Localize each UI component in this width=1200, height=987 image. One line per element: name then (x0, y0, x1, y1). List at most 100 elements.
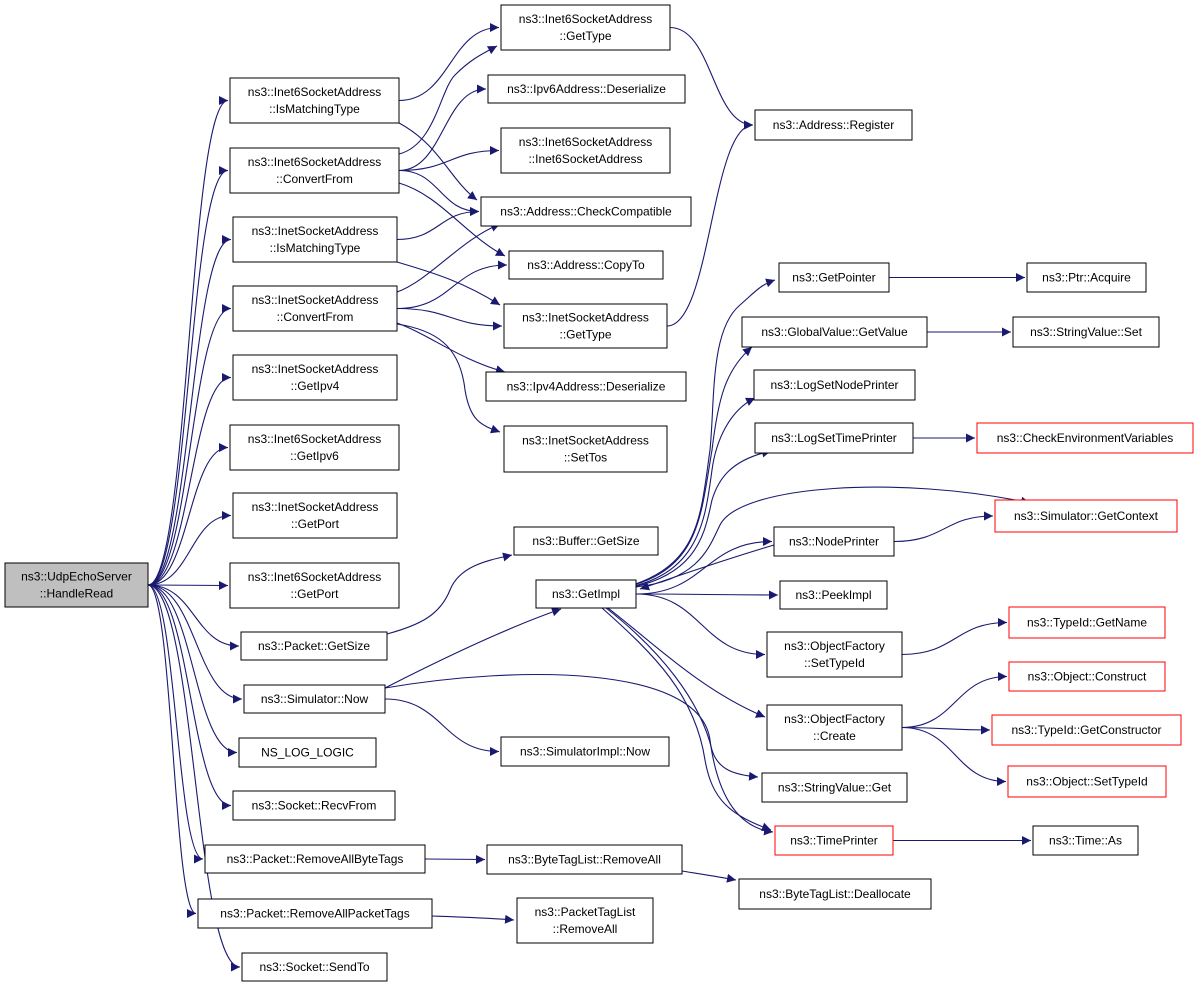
node-box (516, 897, 654, 944)
node-packet-rmpackettags[interactable]: ns3::Packet::RemoveAllPacketTags (197, 898, 433, 929)
node-simimpl-now[interactable]: ns3::SimulatorImpl::Now (500, 736, 670, 767)
node-box (500, 127, 671, 174)
node-box (229, 147, 400, 194)
edge-inet6_convert-to-addr_checkcompat (398, 169, 480, 216)
node-box (508, 250, 664, 280)
node-timeprinter[interactable]: ns3::TimePrinter (774, 825, 894, 856)
node-label: ns3::Object::Construct (1028, 670, 1147, 684)
node-box (766, 704, 903, 751)
node-getpointer[interactable]: ns3::GetPointer (778, 262, 890, 293)
edge-inet_ismatch-to-addr_checkcompat (396, 207, 480, 241)
node-peekimpl[interactable]: ns3::PeekImpl (779, 580, 888, 610)
node-ipv4-deser[interactable]: ns3::Ipv4Address::Deserialize (485, 371, 687, 402)
node-inet6-getipv6[interactable]: ns3::Inet6SocketAddress::GetIpv6 (229, 424, 400, 471)
node-label: ns3::Inet6SocketAddress (248, 432, 381, 446)
edge-inet6_convert-to-inet6_gettype (398, 45, 498, 155)
node-inet-ismatch[interactable]: ns3::InetSocketAddress::IsMatchingType (232, 216, 398, 263)
node-time-as[interactable]: ns3::Time::As (1032, 825, 1139, 856)
node-label: ns3::Packet::RemoveAllPacketTags (220, 907, 409, 921)
node-inet6-ismatch[interactable]: ns3::Inet6SocketAddress::IsMatchingType (229, 77, 400, 124)
node-inet-getipv4[interactable]: ns3::InetSocketAddress::GetIpv4 (232, 354, 398, 401)
node-object-settypeid[interactable]: ns3::Object::SetTypeId (1007, 765, 1167, 798)
node-bytetaglist-rmall[interactable]: ns3::ByteTagList::RemoveAll (486, 844, 683, 875)
node-ipv6-deser[interactable]: ns3::Ipv6Address::Deserialize (487, 74, 686, 104)
node-packettaglist-rmall[interactable]: ns3::PacketTagList::RemoveAll (516, 897, 654, 944)
node-globalvalue-getvalue[interactable]: ns3::GlobalValue::GetValue (741, 316, 928, 348)
node-label: ns3::ByteTagList::Deallocate (759, 887, 911, 901)
node-label: ::RemoveAll (553, 922, 618, 936)
edge-inet_convert-to-addr_checkcompat (396, 223, 501, 293)
edge-inet6_ismatch-to-inet6_gettype (398, 23, 500, 102)
node-inet-gettype[interactable]: ns3::InetSocketAddress::GetType (503, 303, 668, 349)
node-label: ns3::StringValue::Get (778, 781, 892, 795)
node-label: ns3::UdpEchoServer (21, 570, 132, 584)
node-box (232, 354, 398, 401)
node-ns-log-logic[interactable]: NS_LOG_LOGIC (238, 737, 377, 768)
node-objfactory-settypeid[interactable]: ns3::ObjectFactory::SetTypeId (766, 631, 903, 678)
node-box (503, 425, 668, 473)
node-packet-getsize[interactable]: ns3::Packet::GetSize (240, 631, 388, 661)
node-bytetaglist-dealloc[interactable]: ns3::ByteTagList::Deallocate (738, 878, 932, 910)
edge-sim_now-to-simimpl_now (384, 698, 500, 756)
node-logsetnodeprinter[interactable]: ns3::LogSetNodePrinter (753, 369, 916, 401)
edge-getimpl-to-stringvalue_get (605, 607, 759, 781)
edge-inet6_convert-to-ipv6_deser (398, 84, 487, 172)
node-socket-sendto[interactable]: ns3::Socket::SendTo (241, 952, 388, 982)
node-label: ns3::Buffer::GetSize (532, 534, 639, 548)
node-stringvalue-get[interactable]: ns3::StringValue::Get (761, 772, 908, 803)
node-label: ns3::Address::CheckCompatible (500, 205, 672, 219)
edge-root-to-packet_getsize (147, 584, 240, 651)
node-object-construct[interactable]: ns3::Object::Construct (1008, 661, 1166, 692)
node-buffer-getsize[interactable]: ns3::Buffer::GetSize (513, 526, 659, 556)
node-box (535, 579, 637, 609)
node-label: ns3::InetSocketAddress (522, 311, 649, 325)
node-typeid-getname[interactable]: ns3::TypeId::GetName (1008, 606, 1166, 639)
node-label: ns3::Inet6SocketAddress (248, 85, 381, 99)
node-label: ns3::Socket::SendTo (259, 960, 369, 974)
node-label: ns3::Packet::GetSize (258, 639, 370, 653)
node-label: ::ConvertFrom (277, 310, 354, 324)
node-box (197, 898, 433, 929)
node-inet-settos[interactable]: ns3::InetSocketAddress::SetTos (503, 425, 668, 473)
edge-inet_convert-to-addr_copyto (396, 260, 508, 310)
edge-objfactory_create-to-object_construct (901, 672, 1008, 729)
node-sim-getcontext[interactable]: ns3::Simulator::GetContext (994, 499, 1178, 533)
node-getimpl[interactable]: ns3::GetImpl (535, 579, 637, 609)
node-objfactory-create[interactable]: ns3::ObjectFactory::Create (766, 704, 903, 751)
node-nodeprinter[interactable]: ns3::NodePrinter (773, 526, 895, 557)
node-box (774, 825, 894, 856)
node-label: ::GetPort (291, 517, 340, 531)
node-typeid-getconstructor[interactable]: ns3::TypeId::GetConstructor (991, 714, 1182, 746)
node-addr-copyto[interactable]: ns3::Address::CopyTo (508, 250, 664, 280)
node-checkenvvars[interactable]: ns3::CheckEnvironmentVariables (976, 422, 1194, 454)
node-box (766, 631, 903, 678)
node-box (232, 285, 398, 332)
node-inet6-convert[interactable]: ns3::Inet6SocketAddress::ConvertFrom (229, 147, 400, 194)
node-label: ns3::SimulatorImpl::Now (520, 745, 650, 759)
edge-packet_getsize-to-buffer_getsize (386, 552, 513, 635)
node-inet6-gettype[interactable]: ns3::Inet6SocketAddress::GetType (500, 4, 671, 51)
node-logsettimeprinter[interactable]: ns3::LogSetTimePrinter (754, 422, 914, 454)
node-box (754, 422, 914, 454)
node-sim-now[interactable]: ns3::Simulator::Now (243, 684, 386, 714)
node-socket-recvfrom[interactable]: ns3::Socket::RecvFrom (232, 790, 396, 821)
node-inet-convert[interactable]: ns3::InetSocketAddress::ConvertFrom (232, 285, 398, 332)
node-inet-getport[interactable]: ns3::InetSocketAddress::GetPort (232, 492, 398, 539)
node-stringvalue-set[interactable]: ns3::StringValue::Set (1012, 316, 1160, 348)
node-root[interactable]: ns3::UdpEchoServer::HandleRead (4, 562, 149, 608)
node-box (232, 790, 396, 821)
edge-inet_convert-to-ipv4_deser (396, 322, 506, 375)
node-label: ns3::InetSocketAddress (252, 224, 379, 238)
node-packet-rmbytetags[interactable]: ns3::Packet::RemoveAllByteTags (204, 844, 426, 874)
node-label: ns3::Inet6SocketAddress (248, 155, 381, 169)
node-inet6-ctor[interactable]: ns3::Inet6SocketAddress::Inet6SocketAddr… (500, 127, 671, 174)
node-addr-checkcompat[interactable]: ns3::Address::CheckCompatible (480, 196, 692, 227)
node-ptr-acquire[interactable]: ns3::Ptr::Acquire (1026, 262, 1147, 293)
node-box (232, 216, 398, 263)
edge-root-to-inet6_ismatch (147, 96, 229, 586)
node-inet6-getport[interactable]: ns3::Inet6SocketAddress::GetPort (229, 562, 400, 609)
node-label: ns3::NodePrinter (789, 535, 879, 549)
node-label: ::Inet6SocketAddress (528, 152, 642, 166)
node-addr-register[interactable]: ns3::Address::Register (754, 109, 913, 141)
